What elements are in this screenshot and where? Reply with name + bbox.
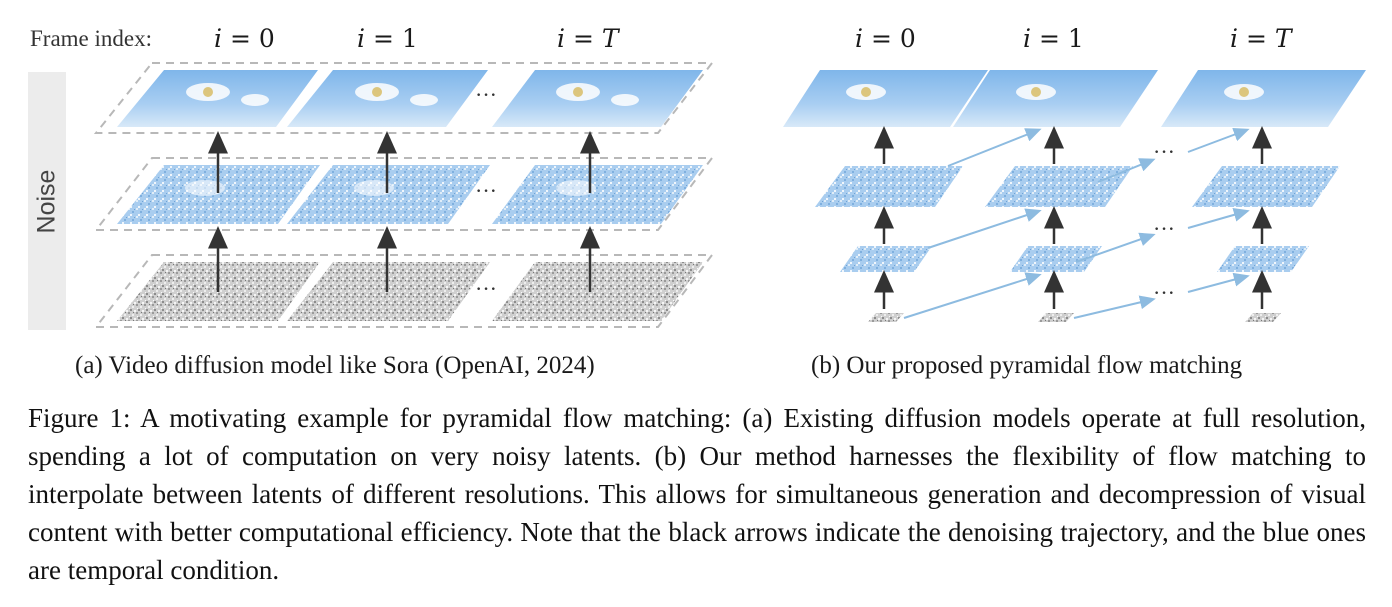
figure-caption: Figure 1: A motivating example for pyram… (28, 399, 1366, 589)
figure-1: Noise (28, 24, 1366, 330)
figure-drawing (93, 62, 1366, 328)
left-index-label-1: i = 1 (357, 24, 418, 53)
figure-caption-text: A motivating example for pyramidal flow … (28, 403, 1366, 585)
noise-band (28, 72, 66, 330)
right-mid-frames (815, 166, 1340, 207)
subfigure-caption-a: (a) Video diffusion model like Sora (Ope… (75, 352, 595, 379)
left-index-label-0: i = 0 (214, 24, 275, 53)
right-ellipsis-mid: ··· (1153, 216, 1175, 241)
left-ellipsis-mid: ··· (475, 178, 497, 203)
subfigure-caption-b: (b) Our proposed pyramidal flow matching (811, 352, 1243, 379)
left-ellipsis-top: ··· (475, 82, 497, 107)
right-flower-hints (846, 84, 1264, 100)
right-ellipsis-top: ··· (1153, 139, 1175, 164)
noise-axis-label: Noise (32, 169, 61, 233)
right-clean-frames (783, 70, 1366, 127)
right-denoise-arrows (874, 126, 1272, 309)
left-noise-frames (117, 262, 703, 321)
left-dashed-frames (93, 62, 715, 328)
left-half-noisy-frames (117, 165, 703, 224)
right-noise-frames (868, 313, 1281, 322)
left-index-label-T: i = T (557, 24, 619, 53)
right-index-label-T: i = T (1230, 24, 1292, 53)
flower-hints (186, 83, 639, 106)
left-ellipsis-bottom: ··· (475, 276, 497, 301)
right-low-frames (840, 246, 1309, 272)
right-index-label-1: i = 1 (1023, 24, 1084, 53)
temporal-condition-arrows (903, 127, 1250, 319)
right-ellipsis-bottom: ··· (1153, 280, 1175, 305)
right-index-label-0: i = 0 (855, 24, 916, 53)
flower-hints-noisy (185, 180, 596, 196)
figure-caption-label: Figure 1: (28, 403, 131, 433)
left-denoise-arrows (208, 131, 600, 292)
frame-index-label: Frame index: (30, 26, 152, 51)
